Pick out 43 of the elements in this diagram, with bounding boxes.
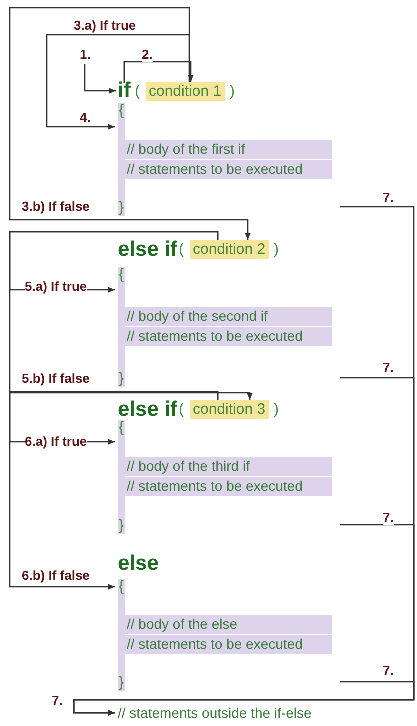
step-label: 4. <box>80 110 91 125</box>
code-keyword: else if <box>118 398 178 422</box>
arrow <box>124 61 194 83</box>
arrow <box>9 231 253 400</box>
parenthesis: ) <box>274 400 279 419</box>
edge-label: 7. <box>383 663 394 678</box>
edge-label: 1. <box>80 47 91 62</box>
parenthesis: ( <box>179 240 184 259</box>
arrow <box>46 34 190 130</box>
code-keyword: if <box>118 79 131 103</box>
code-keyword: else if <box>118 238 178 262</box>
edge-label: 7. <box>383 510 394 525</box>
brace: } <box>119 517 124 534</box>
parenthesis: ( <box>135 82 140 101</box>
code-keyword: else <box>118 552 159 576</box>
brace: { <box>119 266 124 283</box>
brace: { <box>119 419 124 436</box>
arrow <box>73 681 415 716</box>
condition-highlight: condition 1 <box>146 82 225 101</box>
edge-label: 3.a) If true <box>74 18 136 33</box>
parenthesis: ) <box>230 82 235 101</box>
condition-highlight: condition 3 <box>190 400 269 419</box>
arrow <box>84 64 116 94</box>
brace: { <box>119 102 124 119</box>
brace: } <box>119 674 124 691</box>
edge-label: 6.b) If false <box>22 568 90 583</box>
edge-label: 7. <box>383 360 394 375</box>
brace: { <box>119 578 124 595</box>
brace: } <box>119 199 124 216</box>
edge-label: 5.a) If true <box>25 279 88 294</box>
edge-label: 3.b) If false <box>22 199 90 214</box>
parenthesis: ) <box>274 240 279 259</box>
step-label: 7. <box>52 693 63 708</box>
code-statement: // statements outside the if-else <box>118 704 312 722</box>
edge-label: 5.b) If false <box>22 371 90 386</box>
arrow <box>9 7 251 240</box>
parenthesis: ( <box>179 400 184 419</box>
condition-highlight: condition 2 <box>190 240 269 259</box>
edge-label: 7. <box>383 190 394 205</box>
brace: } <box>119 370 124 387</box>
edge-label: 2. <box>142 47 153 62</box>
edge-label: 6.a) If true <box>25 434 88 449</box>
arrow <box>9 391 219 590</box>
